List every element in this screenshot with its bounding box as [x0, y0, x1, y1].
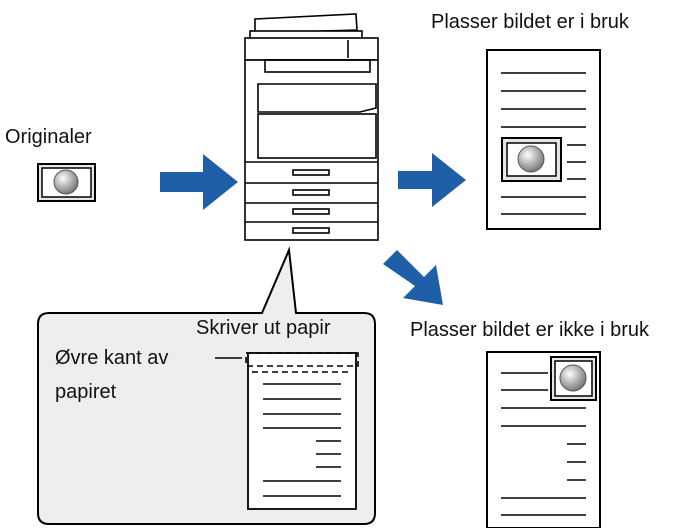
output-page-placement-used-icon	[486, 49, 601, 230]
arrow-right-input-icon	[160, 154, 238, 210]
label-top-edge-line1: Øvre kant av	[55, 347, 169, 369]
printed-paper-icon	[215, 352, 359, 510]
output-page-placement-not-used-icon	[486, 351, 601, 528]
label-originals: Originaler	[5, 126, 92, 148]
label-printing-paper: Skriver ut papir	[196, 317, 331, 339]
label-placement-not-used: Plasser bildet er ikke i bruk	[410, 319, 649, 341]
original-document-icon	[37, 163, 96, 202]
label-top-edge-line2: papiret	[55, 381, 117, 403]
arrow-diagonal-output-icon	[383, 250, 443, 305]
arrow-right-output-icon	[398, 153, 466, 207]
label-placement-used: Plasser bildet er i bruk	[431, 11, 629, 33]
copier-machine-icon	[244, 13, 379, 241]
